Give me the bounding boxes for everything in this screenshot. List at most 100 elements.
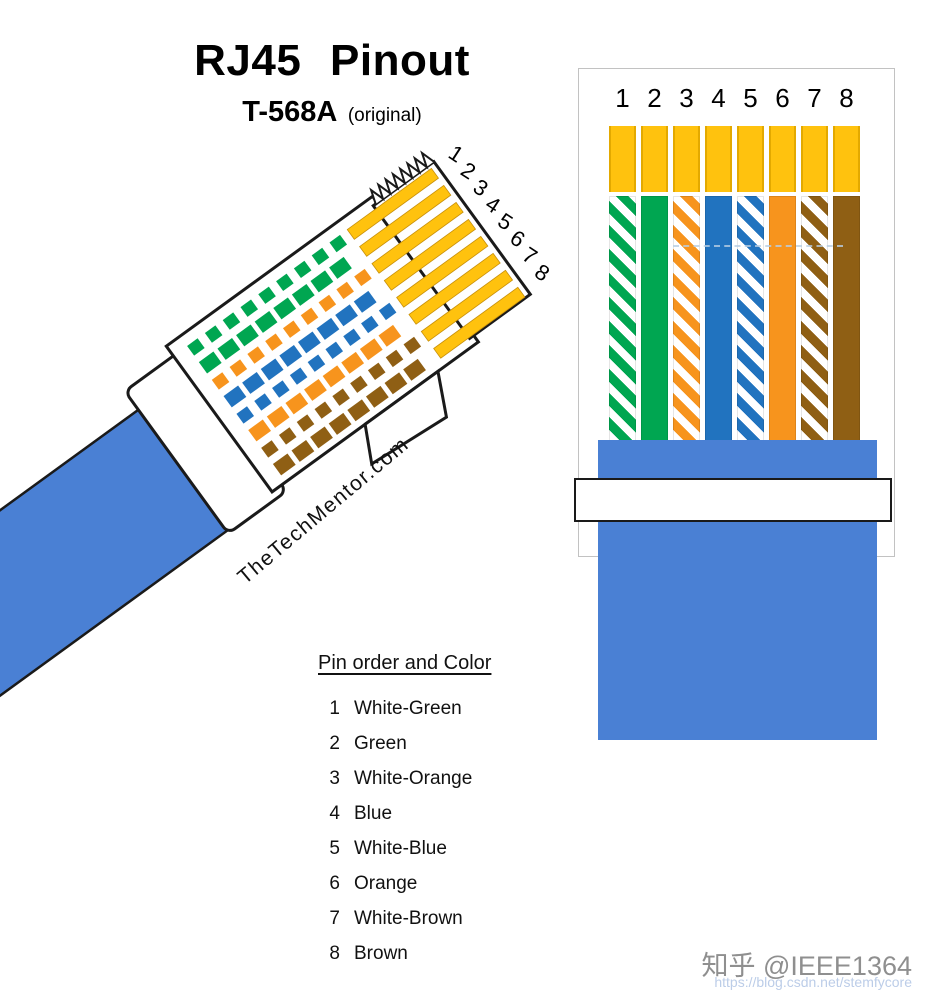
pin-number: 8 [839,83,854,113]
gold-pin-contact [383,218,477,291]
wire-dash-white-blue [325,341,344,359]
legend-color-label: Orange [354,872,418,894]
legend-title: Pin order and Color [318,652,492,674]
wire-dash-white-blue [307,354,326,372]
gold-pin-contact [346,167,440,240]
connector-pin-number: 5 [493,208,517,236]
legend-pin-number: 7 [329,907,340,929]
gold-pin [641,126,668,192]
connector-pin-number: 6 [506,225,530,253]
wire-dash-white-brown [350,375,368,393]
legend-item: 2 Green [318,726,578,761]
legend-item: 5 White-Blue [318,831,578,866]
wire-dash-white-blue [378,302,397,321]
gold-pin-contact [408,252,501,325]
pin-number: 6 [775,83,790,113]
legend-pin-number: 1 [329,697,340,719]
connector-pins-and-wires [187,167,526,476]
legend-color-label: White-Orange [354,767,473,789]
wire-dash-white-brown [332,388,350,406]
pin-contact-fins [369,150,435,205]
wire-dash-brown [310,426,333,449]
wire-white-orange [673,196,700,441]
pin-number: 4 [711,83,726,113]
wire-dash-white-brown [367,362,386,380]
wire-dash-white-blue [272,380,290,398]
wire-dash-white-orange [300,307,319,325]
wire-dash-white-green [204,325,223,343]
wire-dash-orange [359,338,383,361]
wire-orange [769,196,796,441]
wire-dash-white-orange [265,333,283,351]
legend-color-label: White-Brown [354,907,463,929]
wire-brown [833,196,860,441]
gold-pin-contact [433,286,526,359]
gold-pins-row [609,126,860,192]
gold-pin [673,126,700,192]
wire-white-green [609,196,636,441]
wire-dash-white-green [311,247,330,266]
wire-dash-white-green [276,273,294,291]
wire-dash-green [310,270,334,293]
wire-blue [705,196,732,441]
wire-dash-green [254,310,278,333]
wire-dash-orange [378,324,402,347]
gold-pin [705,126,732,192]
wire-dash-orange [322,365,346,388]
legend-pin-number: 5 [329,837,340,859]
wire-dash-orange [285,392,309,415]
legend-color-label: White-Blue [354,837,447,859]
connector-edge-dashed-line [673,245,843,247]
wire-dash-green [291,283,315,306]
wire-dash-blue [353,290,377,313]
connector-pin-number: 2 [456,157,480,185]
wire-dash-green [236,324,259,347]
connector-pin-number: 3 [469,174,493,202]
pin-number: 7 [807,83,822,113]
wire-dash-orange [266,405,290,428]
legend-pin-number: 2 [329,732,340,754]
gold-pin-contact [359,184,452,257]
wire-dash-brown [365,385,389,408]
csdn-watermark: https://blog.csdn.net/stemfycore [714,974,912,990]
wire-dash-brown [328,412,352,435]
wire-dash-brown [272,453,296,476]
wire-dash-white-blue [343,328,361,347]
wire-dash-blue [279,344,303,367]
zhihu-watermark: 知乎 @IEEE1364 [701,951,912,981]
wire-dash-white-green [187,338,205,356]
wire-dash-green [198,351,222,374]
wire-dash-white-blue [236,406,255,424]
wire-dash-white-green [293,260,312,279]
pin-number: 5 [743,83,758,113]
connector-pin-number: 7 [518,242,542,270]
wire-dash-white-green [240,299,259,317]
wire-dash-white-blue [254,393,272,411]
pin-number: 1 [615,83,630,113]
wire-dash-brown [291,439,315,462]
connector-pin-number: 4 [481,191,505,219]
wire-dash-blue [260,358,284,381]
wire-dash-orange [341,351,365,374]
wire-dash-blue [297,331,321,354]
gold-pin [833,126,860,192]
wire-dash-white-orange [336,281,354,300]
legend-color-label: White-Green [354,697,462,719]
gold-pin [609,126,636,192]
wire-dash-white-brown [296,414,315,432]
wire-dash-white-orange [229,359,248,377]
latch-clip [363,368,449,467]
wire-dash-green [329,256,352,279]
wire-dash-white-blue [289,367,308,385]
wire-dash-white-blue [361,315,379,334]
standard-name: T-568A [242,96,338,128]
wire-dash-blue [335,304,358,327]
legend-color-label: Blue [354,802,393,824]
legend-color-label: Green [354,732,407,754]
wire-dash-green [273,297,297,320]
